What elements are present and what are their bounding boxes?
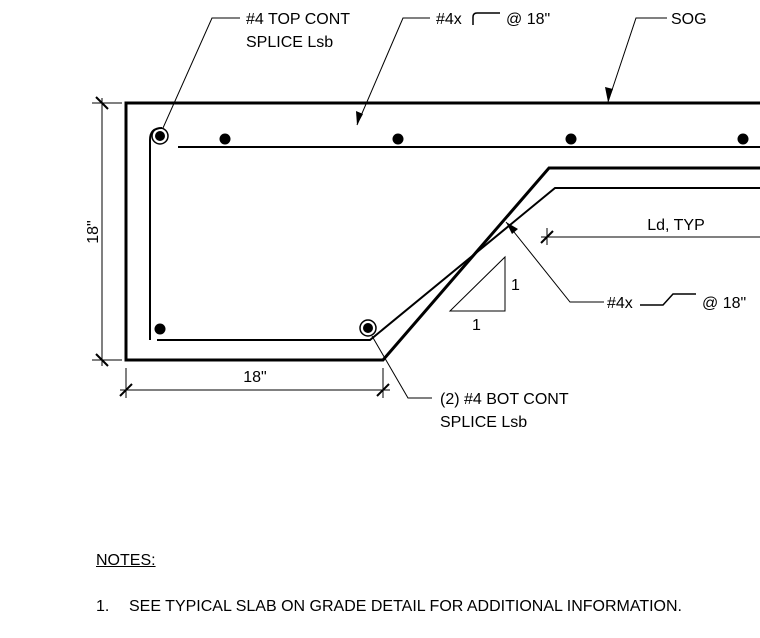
slope-rise-label: 1 [511, 277, 520, 294]
notes-heading: NOTES: [96, 552, 156, 569]
note-item: 1. SEE TYPICAL SLAB ON GRADE DETAIL FOR A… [96, 598, 682, 616]
rebar-dot [154, 323, 166, 335]
leader-arrowheads [356, 87, 613, 234]
rebar-dot [737, 133, 749, 145]
top-cont-label-line2: SPLICE Lsb [246, 34, 333, 51]
width-dim-label: 18" [243, 369, 266, 386]
dowel-bar-spacing-label: @ 18" [702, 295, 746, 312]
leader-top-bar [356, 17, 430, 126]
rebar-dot [219, 133, 231, 145]
leader-bot-cont [371, 335, 432, 399]
arrowhead [506, 222, 518, 234]
rebar-lines [149, 127, 760, 341]
note-text: SEE TYPICAL SLAB ON GRADE DETAIL FOR ADD… [129, 598, 682, 615]
height-dim-label: 18" [85, 220, 102, 243]
concrete-outline [124, 101, 760, 362]
dowel-bar-bend-symbol [640, 293, 696, 306]
ld-typ-label: Ld, TYP [647, 217, 705, 234]
hook-symbols [472, 12, 696, 306]
note-number: 1. [96, 598, 110, 615]
leader-dowel [505, 221, 604, 303]
top-bar-hooked [149, 127, 163, 340]
splice-bar-bottom-corner [359, 319, 377, 337]
bottom-dowel-bar [157, 187, 760, 341]
rebar-dots [154, 133, 749, 335]
arrowhead [605, 87, 613, 102]
top-bar-spacing-label: @ 18" [506, 11, 550, 28]
splice-bar-top-corner [151, 127, 169, 145]
bot-cont-label-line2: SPLICE Lsb [440, 414, 527, 431]
dimensions [92, 96, 760, 398]
top-cont-label-line1: #4 TOP CONT [246, 11, 350, 28]
rebar-dot [392, 133, 404, 145]
arrowhead [356, 111, 363, 125]
dowel-bar-label: #4x [607, 295, 633, 312]
top-bar-hook-symbol [472, 12, 500, 25]
leaders [162, 17, 667, 399]
leader-sog [607, 17, 667, 103]
sog-label: SOG [671, 11, 707, 28]
slope-triangle [448, 255, 506, 312]
top-bar-label: #4x [436, 11, 462, 28]
leader-top-cont [162, 17, 240, 129]
bot-cont-label-line1: (2) #4 BOT CONT [440, 391, 569, 408]
slope-run-label: 1 [472, 317, 481, 334]
rebar-dot [565, 133, 577, 145]
